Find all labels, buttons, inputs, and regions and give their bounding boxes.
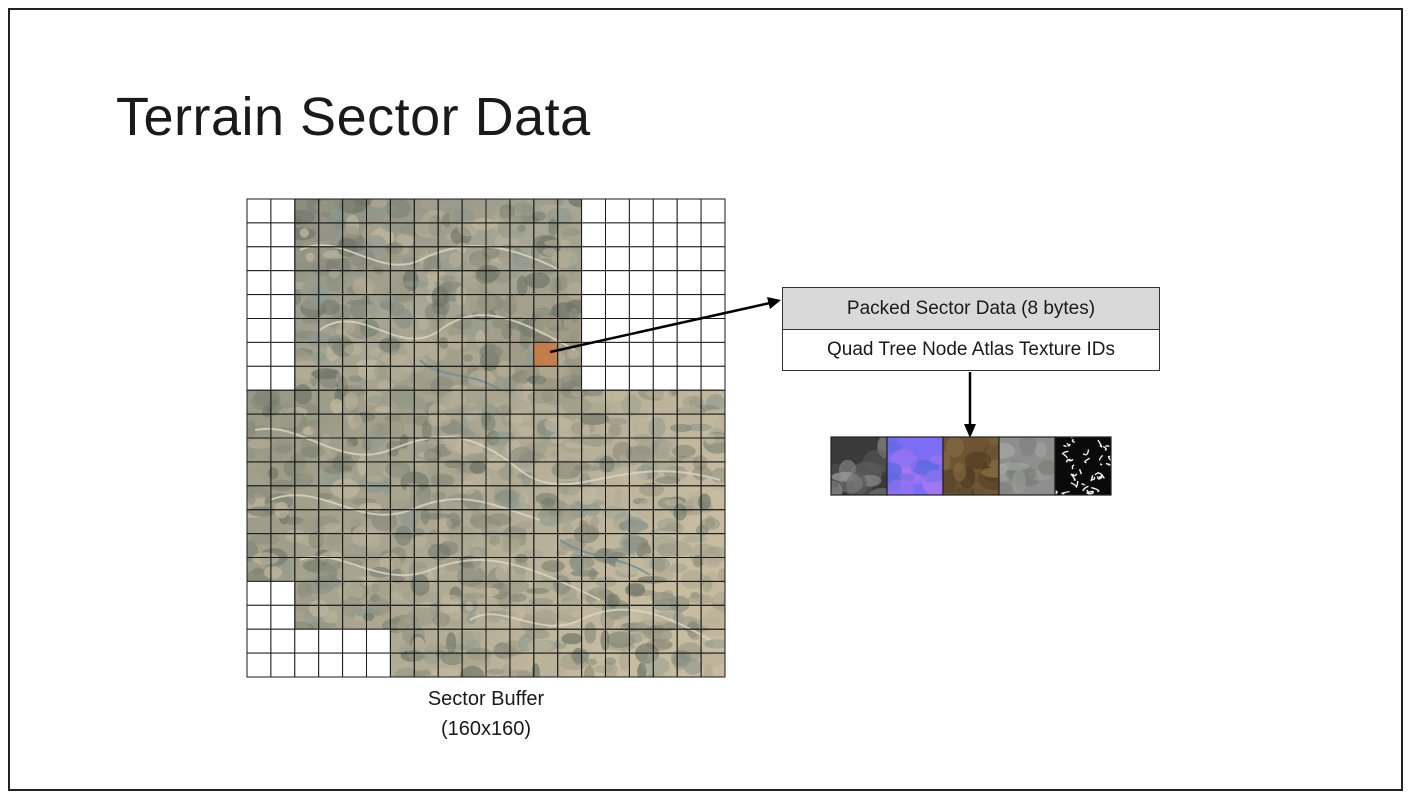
empty-sector-cell: [700, 365, 726, 391]
empty-sector-cell: [246, 318, 272, 343]
empty-sector-cell: [628, 341, 654, 367]
empty-sector-cell: [270, 341, 296, 367]
empty-sector-cell: [270, 628, 296, 654]
empty-sector-cell: [676, 222, 702, 248]
empty-sector-cell: [700, 318, 726, 343]
empty-sector-cell: [628, 246, 654, 272]
pointer-arrow-down: [964, 372, 976, 438]
packed-sector-header: Packed Sector Data (8 bytes): [783, 288, 1159, 330]
slide-title: Terrain Sector Data: [116, 87, 591, 147]
empty-sector-cell: [581, 318, 606, 343]
empty-sector-cell: [652, 222, 678, 248]
empty-sector-cell: [581, 222, 606, 248]
empty-sector-cell: [318, 628, 344, 654]
empty-sector-cell: [246, 341, 272, 367]
empty-sector-cell: [246, 294, 272, 320]
empty-sector-cell: [270, 294, 296, 320]
texture-swatch-mask: [1055, 437, 1111, 495]
texture-swatch-border: [1054, 436, 1112, 496]
empty-sector-cell: [270, 604, 296, 630]
empty-sector-cell: [628, 198, 654, 224]
empty-sector-cell: [676, 270, 702, 296]
empty-sector-cell: [700, 246, 726, 272]
empty-sector-cell: [294, 628, 320, 654]
texture-swatch-detail: [999, 437, 1055, 495]
empty-sector-cell: [270, 270, 296, 296]
empty-sector-cell: [652, 270, 678, 296]
empty-sector-cell: [270, 198, 296, 224]
empty-sector-cell: [652, 246, 678, 272]
texture-swatch-albedo: [943, 437, 999, 495]
empty-sector-cell: [700, 270, 726, 296]
empty-sector-cell: [294, 652, 320, 678]
empty-sector-cell: [246, 652, 272, 678]
empty-sector-cell: [652, 198, 678, 224]
pointer-arrow-right: [549, 297, 781, 354]
empty-sector-cell: [605, 270, 630, 296]
empty-sector-cell: [246, 198, 272, 224]
empty-sector-cell: [628, 365, 654, 391]
packed-sector-box: Packed Sector Data (8 bytes) Quad Tree N…: [782, 287, 1160, 371]
empty-sector-cell: [652, 341, 678, 367]
empty-sector-cell: [270, 580, 296, 606]
empty-sector-cell: [605, 246, 630, 272]
empty-sector-cell: [270, 222, 296, 248]
empty-sector-cell: [270, 652, 296, 678]
empty-sector-cell: [342, 652, 368, 678]
empty-sector-cell: [676, 365, 702, 391]
packed-sector-row: Quad Tree Node Atlas Texture IDs: [827, 339, 1115, 360]
empty-sector-cell: [676, 198, 702, 224]
empty-sector-cell: [342, 628, 368, 654]
empty-sector-cell: [581, 270, 606, 296]
empty-sector-cell: [366, 652, 391, 678]
empty-sector-cell: [605, 294, 630, 320]
empty-sector-cell: [652, 318, 678, 343]
empty-sector-cell: [270, 365, 296, 391]
empty-sector-cell: [581, 294, 606, 320]
empty-sector-cell: [270, 318, 296, 343]
empty-sector-cell: [605, 341, 630, 367]
empty-sector-cell: [246, 270, 272, 296]
empty-sector-cell: [676, 246, 702, 272]
empty-sector-cell: [581, 198, 606, 224]
empty-sector-cell: [700, 198, 726, 224]
empty-sector-cell: [246, 365, 272, 391]
empty-sector-cell: [628, 270, 654, 296]
texture-swatch-heightmap: [831, 437, 887, 495]
empty-sector-cell: [246, 246, 272, 272]
empty-sector-cell: [628, 294, 654, 320]
sector-buffer-size-label: (160x160): [440, 718, 532, 740]
empty-sector-cell: [700, 222, 726, 248]
empty-sector-cell: [676, 294, 702, 320]
empty-sector-cell: [581, 365, 606, 391]
empty-sector-cell: [605, 222, 630, 248]
highlighted-sector-cell: [533, 341, 559, 367]
empty-sector-cell: [366, 628, 391, 654]
empty-sector-cell: [246, 604, 272, 630]
empty-sector-cell: [581, 246, 606, 272]
empty-sector-cell: [652, 365, 678, 391]
empty-sector-cell: [318, 652, 344, 678]
sector-cell: [700, 652, 726, 678]
sector-grid: [246, 198, 726, 678]
empty-sector-cell: [270, 246, 296, 272]
empty-sector-cell: [652, 294, 678, 320]
empty-sector-cell: [246, 628, 272, 654]
empty-sector-cell: [246, 580, 272, 606]
empty-sector-cell: [246, 222, 272, 248]
texture-swatch-strip: [830, 436, 1112, 496]
empty-sector-cell: [700, 341, 726, 367]
empty-sector-cell: [605, 198, 630, 224]
sector-buffer-label: Sector Buffer: [427, 688, 545, 710]
empty-sector-cell: [628, 222, 654, 248]
texture-swatch-normal-map: [887, 437, 943, 495]
empty-sector-cell: [676, 341, 702, 367]
empty-sector-cell: [581, 341, 606, 367]
empty-sector-cell: [605, 365, 630, 391]
